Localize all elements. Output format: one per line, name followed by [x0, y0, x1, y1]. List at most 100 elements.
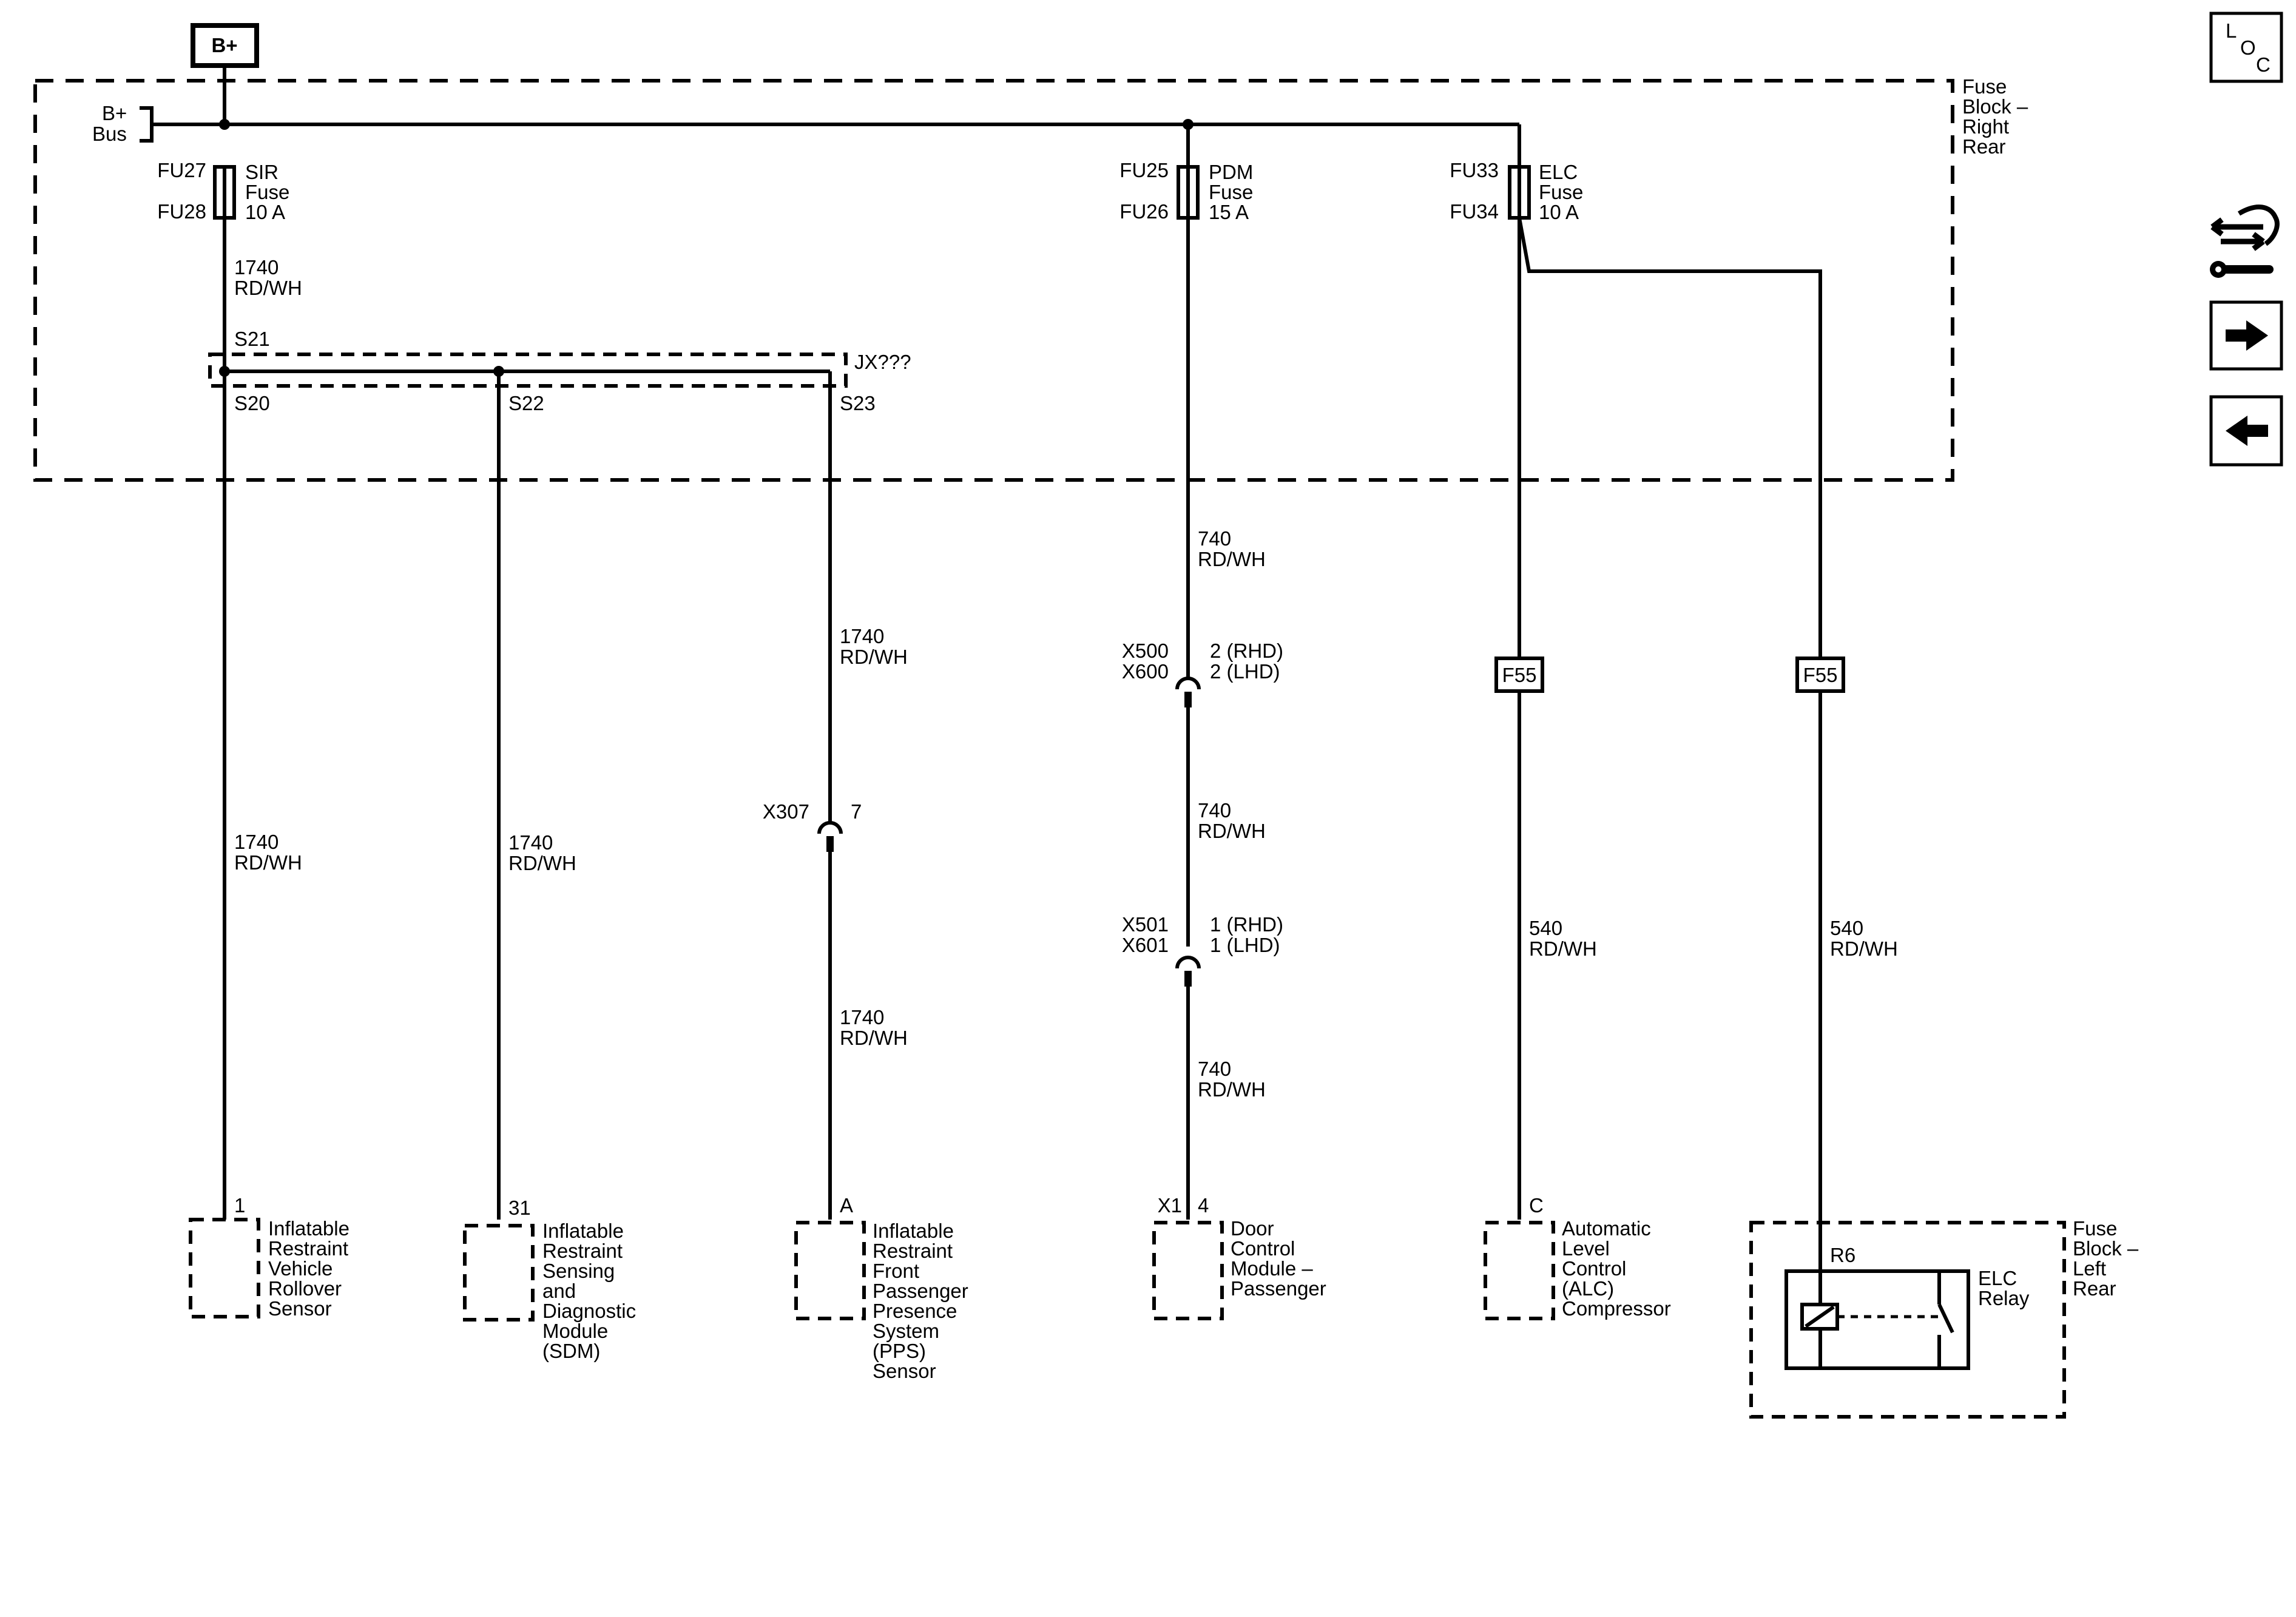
location-button[interactable]: L O C — [2209, 12, 2283, 83]
svg-text:Restraint: Restraint — [268, 1237, 348, 1260]
bus-junction-dot — [219, 119, 230, 130]
tools-button[interactable] — [2210, 204, 2280, 278]
svg-text:Front: Front — [873, 1260, 919, 1282]
previous-page-button[interactable] — [2209, 395, 2283, 467]
svg-text:L: L — [2226, 19, 2237, 42]
sir-fuse: FU27 FU28 SIR Fuse 10 A — [157, 159, 289, 223]
svg-text:RD/WH: RD/WH — [1830, 937, 1898, 960]
svg-text:R6: R6 — [1830, 1244, 1855, 1266]
svg-text:Control: Control — [1562, 1257, 1626, 1280]
svg-text:Vehicle: Vehicle — [268, 1257, 333, 1280]
svg-text:Sensing: Sensing — [542, 1260, 615, 1282]
fuse-block-left-rear-outline — [1749, 1221, 2066, 1419]
fuse-block-right-rear-label: Fuse Block – Right Rear — [1962, 75, 2028, 158]
svg-text:Block –: Block – — [2073, 1237, 2139, 1260]
wire-label-alc: 540 RD/WH — [1529, 917, 1597, 960]
wire-label-relay: 540 RD/WH — [1830, 917, 1898, 960]
svg-text:15 A: 15 A — [1209, 201, 1249, 223]
location-icon: L O C — [2226, 19, 2271, 76]
svg-text:FU27: FU27 — [157, 159, 206, 181]
svg-text:Fuse: Fuse — [2073, 1217, 2117, 1240]
elc-fuse: FU33 FU34 ELC Fuse 10 A — [1450, 159, 1583, 223]
svg-text:Inflatable: Inflatable — [873, 1220, 954, 1242]
svg-text:RD/WH: RD/WH — [1198, 548, 1266, 570]
svg-text:Restraint: Restraint — [873, 1240, 953, 1262]
svg-text:Left: Left — [2073, 1257, 2106, 1280]
svg-text:Rollover: Rollover — [268, 1277, 342, 1300]
svg-text:1 (RHD): 1 (RHD) — [1210, 913, 1283, 936]
svg-text:740: 740 — [1198, 527, 1231, 550]
svg-text:540: 540 — [1529, 917, 1562, 939]
svg-text:Block –: Block – — [1962, 95, 2028, 118]
svg-text:B+: B+ — [102, 102, 127, 124]
svg-text:X500: X500 — [1122, 640, 1169, 662]
svg-text:1740: 1740 — [234, 831, 279, 853]
svg-text:RD/WH: RD/WH — [840, 1027, 908, 1049]
svg-text:2 (LHD): 2 (LHD) — [1210, 660, 1280, 683]
svg-text:7: 7 — [851, 800, 862, 823]
wire-label-rollover: 1740 RD/WH — [234, 831, 302, 874]
svg-text:C: C — [1529, 1194, 1544, 1217]
svg-text:RD/WH: RD/WH — [1198, 820, 1266, 842]
next-page-button[interactable] — [2209, 300, 2283, 371]
svg-text:RD/WH: RD/WH — [234, 851, 302, 874]
svg-text:Control: Control — [1231, 1237, 1295, 1260]
svg-text:Module: Module — [542, 1320, 608, 1342]
svg-text:Presence: Presence — [873, 1300, 957, 1322]
wire-label-sdm: 1740 RD/WH — [508, 831, 576, 874]
wire-label-dcm-lower: 740 RD/WH — [1198, 1058, 1266, 1101]
svg-text:Inflatable: Inflatable — [268, 1217, 349, 1240]
fuse-ref-f55-alc: F55 — [1494, 657, 1544, 693]
svg-text:X600: X600 — [1122, 660, 1169, 683]
power-source-b-plus: B+ — [191, 23, 259, 68]
svg-text:RD/WH: RD/WH — [508, 852, 576, 874]
svg-text:Sensor: Sensor — [873, 1360, 936, 1382]
fuse-ref-f55-relay: F55 — [1795, 657, 1845, 693]
svg-text:Rear: Rear — [2073, 1277, 2116, 1300]
svg-text:Rear: Rear — [1962, 135, 2006, 158]
arrow-right-icon — [2226, 320, 2268, 351]
svg-text:1 (LHD): 1 (LHD) — [1210, 934, 1280, 956]
svg-text:X601: X601 — [1122, 934, 1169, 956]
svg-text:Inflatable: Inflatable — [542, 1220, 624, 1242]
svg-text:Passenger: Passenger — [873, 1280, 968, 1302]
svg-text:540: 540 — [1830, 917, 1863, 939]
svg-text:Fuse: Fuse — [245, 181, 289, 203]
arrow-left-icon — [2226, 416, 2268, 446]
wire-label-sir-feed: 1740 RD/WH — [234, 256, 302, 299]
wire-label-dcm-upper: 740 RD/WH — [1198, 527, 1266, 570]
component-rollover-sensor: 1 Inflatable Restraint Vehicle Rollover … — [189, 1194, 349, 1320]
svg-text:RD/WH: RD/WH — [234, 277, 302, 299]
connector-x500-x600: X500 X600 2 (RHD) 2 (LHD) — [1122, 640, 1283, 707]
svg-text:1740: 1740 — [840, 1006, 884, 1028]
svg-text:10 A: 10 A — [1539, 201, 1579, 223]
svg-text:Sensor: Sensor — [268, 1297, 332, 1320]
svg-text:O: O — [2240, 36, 2256, 59]
splice-s23-label: S23 — [840, 392, 876, 414]
svg-text:Fuse: Fuse — [1209, 181, 1253, 203]
svg-text:Right: Right — [1962, 115, 2009, 138]
svg-text:FU28: FU28 — [157, 200, 206, 223]
svg-text:Relay: Relay — [1978, 1287, 2030, 1309]
svg-text:(ALC): (ALC) — [1562, 1277, 1614, 1300]
svg-text:Automatic: Automatic — [1562, 1217, 1651, 1240]
svg-text:F55: F55 — [1803, 664, 1838, 686]
fuse-block-right-rear-outline — [33, 79, 1954, 482]
svg-text:2 (RHD): 2 (RHD) — [1210, 640, 1283, 662]
splice-pack-label: JX??? — [854, 351, 911, 373]
svg-text:Fuse: Fuse — [1539, 181, 1583, 203]
pdm-fuse: FU25 FU26 PDM Fuse 15 A — [1119, 159, 1253, 223]
svg-text:1740: 1740 — [234, 256, 279, 279]
svg-text:ELC: ELC — [1539, 161, 1578, 183]
svg-text:FU34: FU34 — [1450, 200, 1499, 223]
wrench-tools-icon — [2210, 204, 2280, 278]
svg-text:ELC: ELC — [1978, 1267, 2017, 1289]
fuse-block-left-rear-label: Fuse Block – Left Rear — [2073, 1217, 2139, 1300]
svg-text:Level: Level — [1562, 1237, 1610, 1260]
component-alc-compressor: C Automatic Level Control (ALC) Compress… — [1484, 1194, 1671, 1320]
svg-text:RD/WH: RD/WH — [840, 646, 908, 668]
svg-text:Passenger: Passenger — [1231, 1277, 1326, 1300]
svg-text:1740: 1740 — [840, 625, 884, 647]
svg-text:1740: 1740 — [508, 831, 553, 854]
wire-relay-upper — [1518, 217, 1822, 658]
